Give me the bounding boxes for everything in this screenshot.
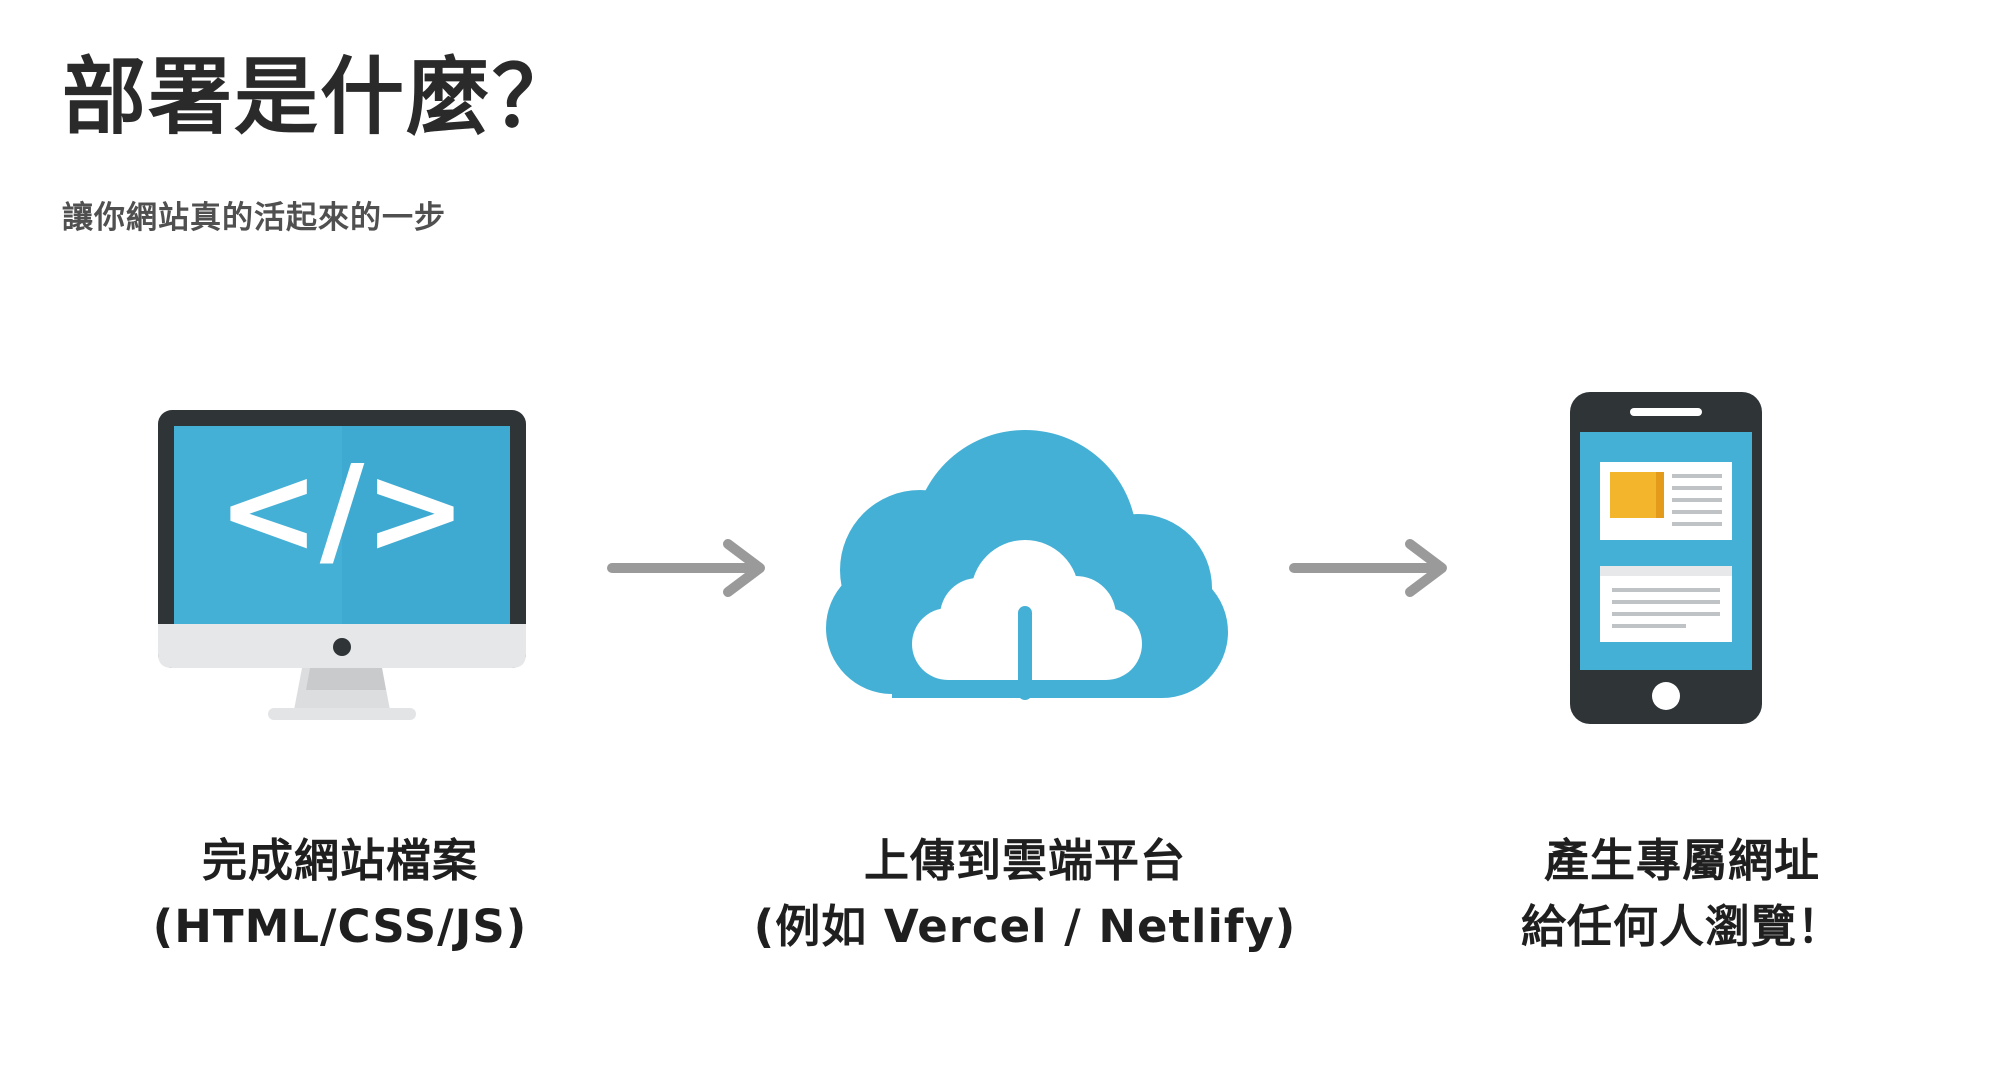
- home-button-icon: [1652, 682, 1680, 710]
- step-3-detail: 給任何人瀏覽！: [1520, 900, 1843, 953]
- desktop-code-icon: </>: [158, 410, 526, 720]
- step-1-title: 完成網站檔案: [201, 834, 478, 887]
- step-3-caption: 產生專屬網址 給任何人瀏覽！: [1382, 828, 1982, 960]
- arrow-right-icon: [607, 539, 765, 597]
- power-button-icon: [333, 638, 351, 656]
- step-2-title: 上傳到雲端平台: [863, 834, 1186, 887]
- step-1-detail: (HTML/CSS/JS): [152, 900, 528, 953]
- step-3-title: 產生專屬網址: [1543, 834, 1820, 887]
- step-2-caption: 上傳到雲端平台 (例如 Vercel / Netlify): [725, 828, 1325, 960]
- step-1-caption: 完成網站檔案 (HTML/CSS/JS): [40, 828, 640, 960]
- code-symbol: </>: [217, 439, 466, 581]
- smartphone-website-icon: [1570, 392, 1762, 724]
- arrow-right-icon: [1289, 539, 1447, 597]
- cloud-upload-icon: [826, 430, 1228, 700]
- step-2-detail: (例如 Vercel / Netlify): [753, 900, 1297, 953]
- page-subtitle: 讓你網站真的活起來的一步: [62, 200, 446, 236]
- page-title: 部署是什麼？: [62, 48, 579, 146]
